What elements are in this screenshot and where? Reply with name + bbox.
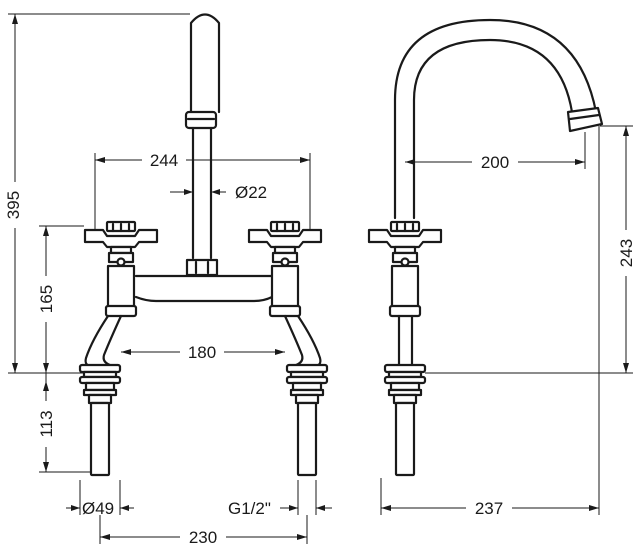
dim-left-spout-reach: 244	[150, 151, 178, 170]
dimension-labels: 395 244 Ø22 165 180 113 Ø49 G1/2" 230 20…	[0, 150, 640, 547]
dim-side-depth: 237	[475, 499, 503, 518]
dim-right-spout-reach: 200	[481, 153, 509, 172]
side-view	[367, 18, 604, 477]
dim-thread-size: G1/2"	[228, 499, 271, 518]
front-view	[78, 13, 329, 477]
dimension-lines	[8, 13, 633, 544]
dim-spout-diameter: Ø22	[235, 183, 267, 202]
dim-handle-height: 165	[37, 285, 56, 313]
dim-tail-length: 113	[37, 410, 56, 437]
dim-centres: 230	[189, 528, 217, 547]
dim-total-height: 395	[4, 191, 23, 219]
dim-flange-diameter: Ø49	[82, 499, 114, 518]
dim-bridge-gap: 180	[188, 343, 216, 362]
dim-spout-height: 243	[617, 239, 636, 267]
